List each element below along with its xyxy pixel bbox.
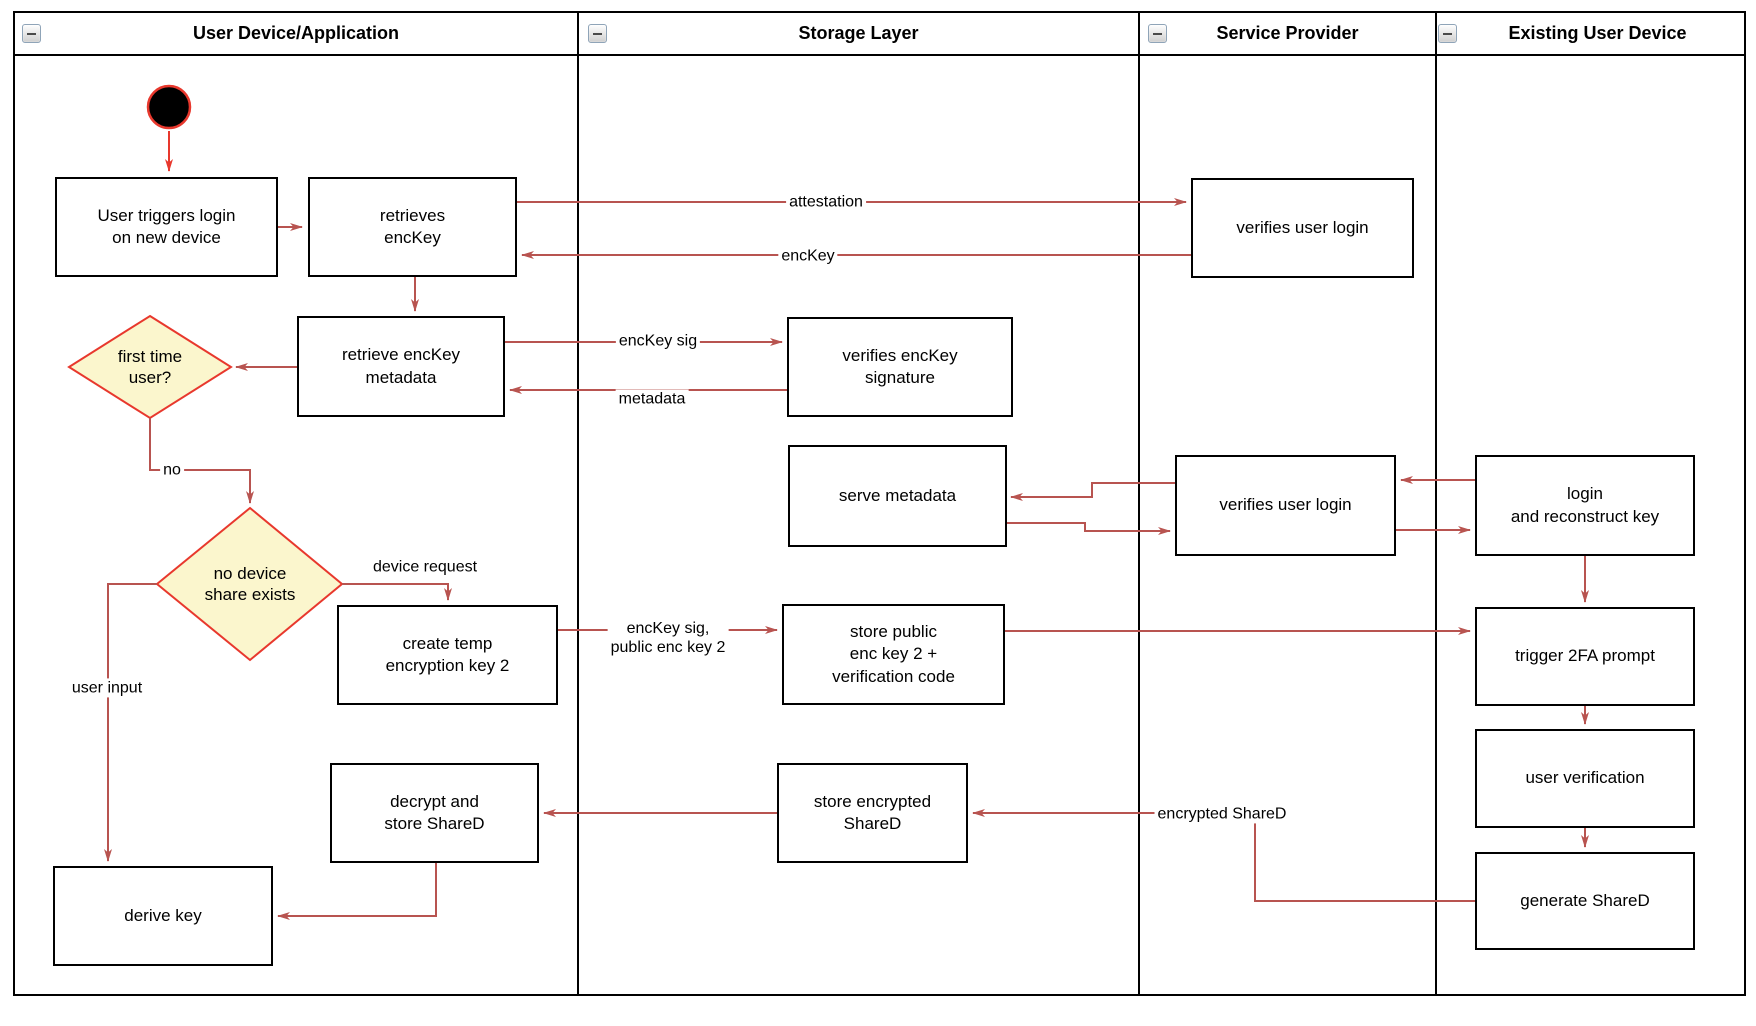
edge-label-encrypted-shared: encrypted ShareD <box>1154 804 1290 824</box>
edge-label-metadata: metadata <box>615 389 689 409</box>
node-decrypt-store-shared[interactable]: decrypt and store ShareD <box>330 763 539 863</box>
node-user-triggers-login[interactable]: User triggers login on new device <box>55 177 278 277</box>
minus-icon <box>1443 32 1452 35</box>
node-derive-key[interactable]: derive key <box>53 866 273 966</box>
decision-label-no-device-share: no device share exists <box>204 563 296 604</box>
edge-verify-to-serve-metadata <box>1010 482 1175 501</box>
node-trigger-2fa[interactable]: trigger 2FA prompt <box>1475 607 1695 706</box>
lane-title: Existing User Device <box>1508 23 1687 43</box>
node-serve-metadata[interactable]: serve metadata <box>788 445 1007 547</box>
edge-label-enckey-sig: encKey sig <box>615 331 701 351</box>
node-store-public-key[interactable]: store public enc key 2 + verification co… <box>782 604 1005 705</box>
lane-header-existing-device[interactable]: Existing User Device <box>1436 12 1745 55</box>
edge-label-enckey: encKey <box>778 246 838 266</box>
node-verifies-user-login-2[interactable]: verifies user login <box>1175 455 1396 556</box>
collapse-icon[interactable] <box>588 24 607 43</box>
minus-icon <box>593 32 602 35</box>
node-retrieves-enckey[interactable]: retrieves encKey <box>308 177 517 277</box>
node-login-reconstruct-key[interactable]: login and reconstruct key <box>1475 455 1695 556</box>
node-verifies-user-login-1[interactable]: verifies user login <box>1191 178 1414 278</box>
lane-title: Storage Layer <box>798 23 919 43</box>
decision-label-first-time-user: first time user? <box>117 346 183 387</box>
collapse-icon[interactable] <box>1438 24 1457 43</box>
edge-label-enckey-sig-public: encKey sig, public enc key 2 <box>607 618 729 658</box>
collapse-icon[interactable] <box>1148 24 1167 43</box>
lane-header-storage-layer[interactable]: Storage Layer <box>578 12 1139 55</box>
edge-label-device-request: device request <box>369 557 481 577</box>
edge-serve-metadata-to-verify <box>1007 522 1171 535</box>
edge-encrypted-shared <box>972 809 1475 902</box>
edge-label-attestation: attestation <box>786 192 866 212</box>
lane-header-service-provider[interactable]: Service Provider <box>1139 12 1436 55</box>
node-store-encrypted-shared[interactable]: store encrypted ShareD <box>777 763 968 863</box>
lane-header-user-device[interactable]: User Device/Application <box>14 12 578 55</box>
minus-icon <box>27 32 36 35</box>
lane-title: Service Provider <box>1216 23 1359 43</box>
collapse-icon[interactable] <box>22 24 41 43</box>
edge-device-request <box>342 583 452 601</box>
node-verifies-enckey-signature[interactable]: verifies encKey signature <box>787 317 1013 417</box>
edge-decrypt-to-derive <box>277 863 437 920</box>
minus-icon <box>1153 32 1162 35</box>
edge-user-input <box>104 583 157 862</box>
node-generate-shared[interactable]: generate ShareD <box>1475 852 1695 950</box>
edge-label-no: no <box>160 460 184 480</box>
lane-title: User Device/Application <box>192 23 400 43</box>
node-user-verification[interactable]: user verification <box>1475 729 1695 828</box>
node-retrieve-enckey-metadata[interactable]: retrieve encKey metadata <box>297 316 505 417</box>
start-node[interactable] <box>146 84 192 130</box>
edge-label-user-input: user input <box>68 678 146 698</box>
node-create-temp-key[interactable]: create temp encryption key 2 <box>337 605 558 705</box>
